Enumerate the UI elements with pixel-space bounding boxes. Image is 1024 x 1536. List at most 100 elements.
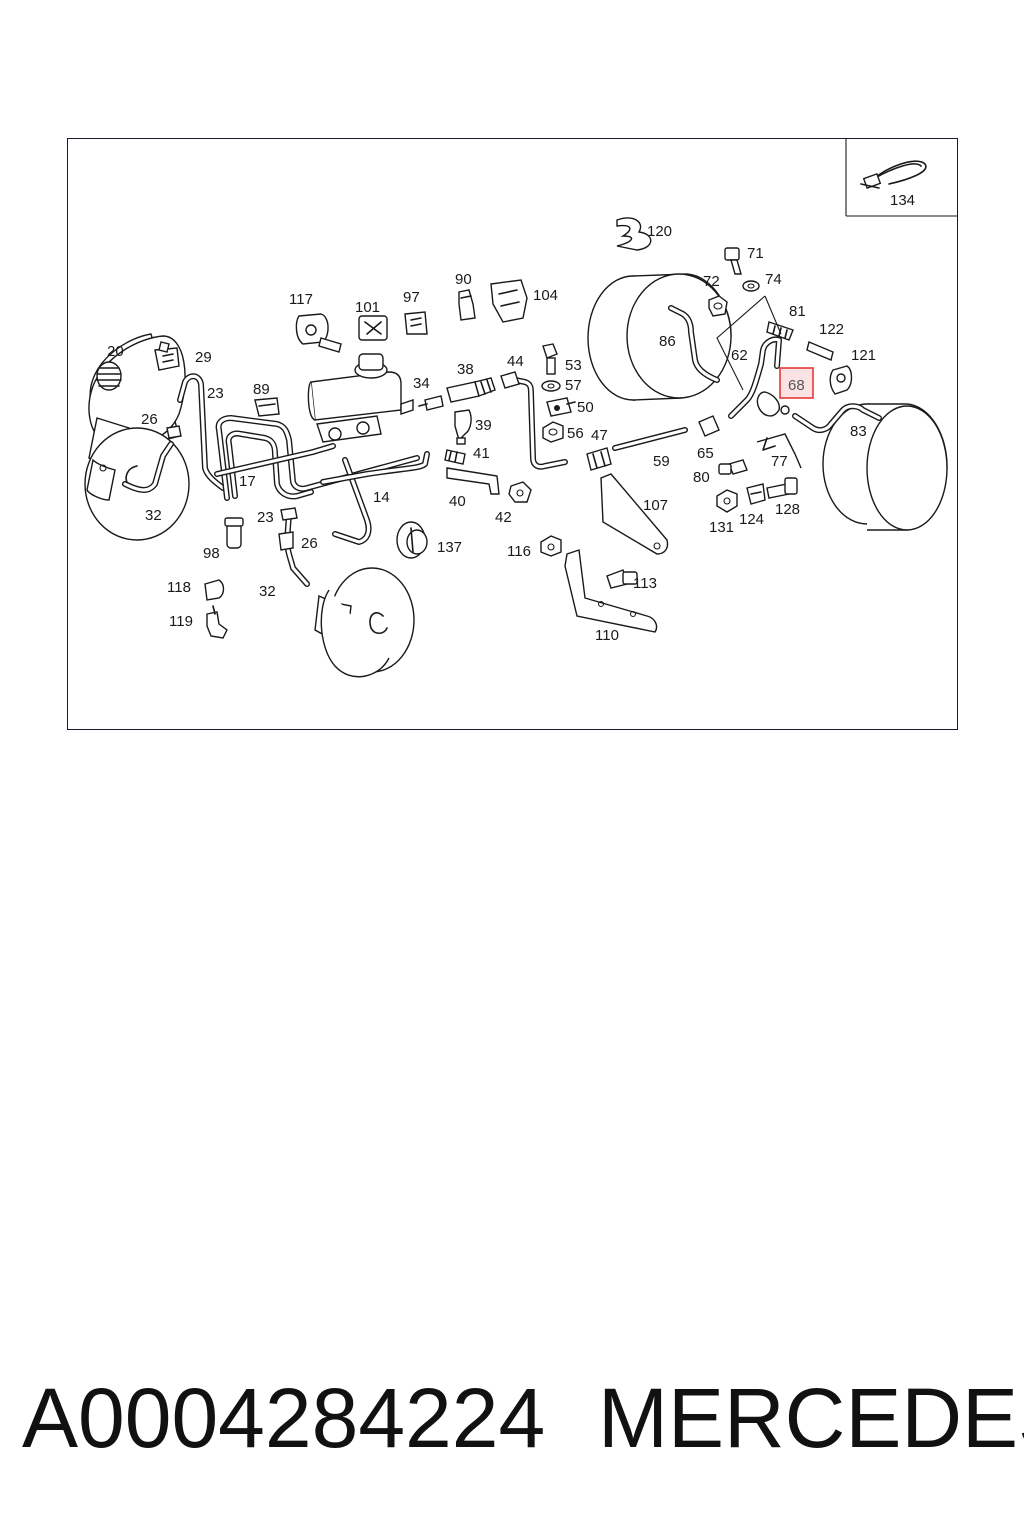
label-32: 32 <box>145 507 162 524</box>
part-116-nut <box>540 535 562 557</box>
label-72: 72 <box>703 273 720 290</box>
part-number: A0004284224 <box>22 1371 546 1465</box>
label-62: 62 <box>731 347 748 364</box>
label-120: 120 <box>647 223 672 240</box>
brand-name: MERCEDES <box>598 1371 1024 1465</box>
label-124: 124 <box>739 511 764 528</box>
label-68: 68 <box>788 377 805 394</box>
part-68-fitting <box>756 391 790 417</box>
label-40: 40 <box>449 493 466 510</box>
label-50: 50 <box>577 399 594 416</box>
leader-lines <box>716 295 782 391</box>
label-121: 121 <box>851 347 876 364</box>
label-119: 119 <box>169 613 193 630</box>
part-120-clip <box>616 217 652 251</box>
rear-right-brake-drum <box>822 403 948 531</box>
label-81: 81 <box>789 303 806 320</box>
part-77-bracket <box>756 433 802 469</box>
rear-left-brake-drum <box>587 273 732 401</box>
part-119-fitting <box>206 605 228 639</box>
part-117-valve <box>295 313 342 353</box>
part-41-connector <box>444 449 466 465</box>
label-44: 44 <box>507 353 524 370</box>
label-57: 57 <box>565 377 582 394</box>
label-29: 29 <box>195 349 212 366</box>
label-118: 118 <box>167 579 191 596</box>
part-39-clip <box>454 409 472 445</box>
part-124-bracket <box>746 483 766 505</box>
label-90: 90 <box>455 271 472 288</box>
part-98-sensor <box>224 517 244 549</box>
label-137: 137 <box>437 539 462 556</box>
label-128: 128 <box>775 501 800 518</box>
part-131-nut <box>716 489 738 513</box>
part-74-washer <box>742 280 760 292</box>
part-122-pin <box>806 341 834 361</box>
label-97: 97 <box>403 289 420 306</box>
label-26: 26 <box>141 411 158 428</box>
label-98: 98 <box>203 545 220 562</box>
part-53-bolt <box>542 343 558 375</box>
highlighted-callout-68[interactable]: 68 <box>779 367 814 399</box>
label-83: 83 <box>850 423 867 440</box>
part-34-connector <box>418 395 444 411</box>
part-101-block <box>358 315 388 341</box>
part-42-nut <box>508 481 532 503</box>
label-77: 77 <box>771 453 788 470</box>
part-40-bracket <box>446 467 500 495</box>
label-17: 17 <box>239 473 256 490</box>
part-97-clip <box>404 311 428 335</box>
callout-labels: 20 29 23 26 32 89 117 101 97 90 104 120 … <box>107 192 915 644</box>
label-131: 131 <box>709 519 734 536</box>
label-71: 71 <box>747 245 764 262</box>
part-23-lower-fitting <box>280 507 298 521</box>
label-38: 38 <box>457 361 474 378</box>
label-56: 56 <box>567 425 584 442</box>
part-71-bolt <box>724 247 742 275</box>
label-26-lower: 26 <box>301 535 318 552</box>
part-50-block <box>546 397 576 417</box>
label-74: 74 <box>765 271 782 288</box>
label-47: 47 <box>591 427 608 444</box>
part-113-bolt <box>606 569 638 589</box>
label-116: 116 <box>507 543 531 560</box>
part-128-bolt <box>766 477 798 499</box>
label-23-lower: 23 <box>257 509 274 526</box>
label-32-lower: 32 <box>259 583 276 600</box>
part-118-fitting <box>204 579 225 601</box>
part-72-nut <box>708 295 728 317</box>
part-65-fitting <box>698 415 720 437</box>
label-104: 104 <box>533 287 558 304</box>
part-57-washer <box>541 380 561 392</box>
brake-pipes <box>122 305 882 587</box>
label-34: 34 <box>413 375 430 392</box>
part-29-clip <box>154 341 180 371</box>
part-38-connector <box>446 377 496 403</box>
part-121-clip <box>829 365 853 395</box>
part-26-lower-clip <box>278 531 294 551</box>
label-113: 113 <box>633 575 657 592</box>
label-134: 134 <box>890 192 915 209</box>
label-65: 65 <box>697 445 714 462</box>
part-104-bracket <box>490 279 528 323</box>
label-41: 41 <box>473 445 490 462</box>
master-cylinder-reservoir <box>307 353 414 443</box>
part-90-clip <box>458 289 476 321</box>
brake-lines-exploded-diagram: 20 29 23 26 32 89 117 101 97 90 104 120 … <box>84 138 958 678</box>
part-56-nut <box>542 421 564 443</box>
label-14: 14 <box>373 489 390 506</box>
label-107: 107 <box>643 497 668 514</box>
label-80: 80 <box>693 469 710 486</box>
inset-box-134 <box>845 138 958 217</box>
label-89: 89 <box>253 381 270 398</box>
part-26-upper-clip <box>166 425 182 439</box>
label-53: 53 <box>565 357 582 374</box>
part-80-bolt <box>718 459 748 475</box>
label-59: 59 <box>653 453 670 470</box>
label-122: 122 <box>819 321 844 338</box>
label-117: 117 <box>289 291 313 308</box>
cable-tie-icon <box>860 160 927 189</box>
label-42: 42 <box>495 509 512 526</box>
label-23: 23 <box>207 385 224 402</box>
label-101: 101 <box>355 299 380 316</box>
